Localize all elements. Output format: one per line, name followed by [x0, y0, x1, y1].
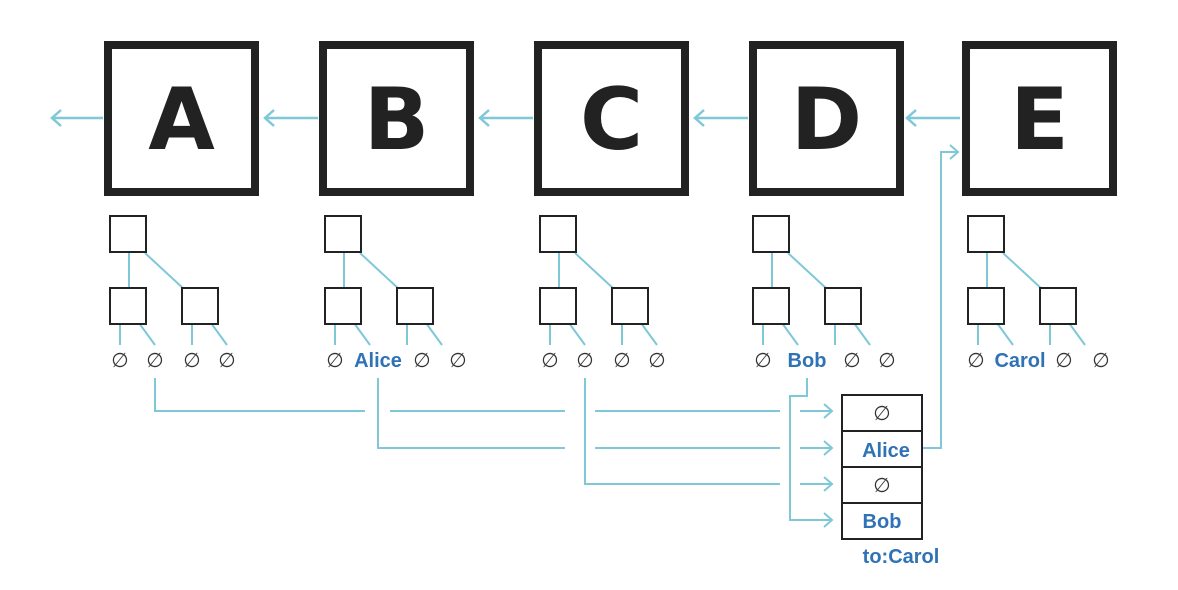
leaf-null: ∅ — [146, 348, 163, 372]
block-c: C — [534, 41, 689, 196]
transaction-box: ∅ Alice ∅ Bob to:Carol — [841, 394, 940, 568]
arrow-d-to-c — [693, 109, 748, 127]
leaf-null: ∅ — [541, 348, 558, 372]
leaf-null: ∅ — [218, 348, 235, 372]
tx-to-label: to:Carol — [863, 546, 940, 568]
block-a: A — [104, 41, 259, 196]
block-e-label: E — [1010, 70, 1069, 170]
block-b-label: B — [364, 70, 430, 170]
leaf-alice: Alice — [354, 350, 402, 372]
tx-row-bob: Bob — [863, 511, 902, 533]
leaf-null: ∅ — [648, 348, 665, 372]
tx-row-null: ∅ — [873, 401, 890, 425]
tx-row-null: ∅ — [873, 473, 890, 497]
input-connectors — [154, 144, 960, 528]
leaf-carol: Carol — [994, 350, 1045, 372]
leaf-null: ∅ — [613, 348, 630, 372]
leaf-null: ∅ — [843, 348, 860, 372]
chain-arrows — [50, 109, 960, 127]
leaf-null: ∅ — [449, 348, 466, 372]
leaf-null: ∅ — [576, 348, 593, 372]
leaf-null: ∅ — [1055, 348, 1072, 372]
leaf-null: ∅ — [111, 348, 128, 372]
block-a-label: A — [148, 70, 215, 170]
block-d-label: D — [791, 70, 862, 170]
block-b: B — [319, 41, 474, 196]
blocks: A B C D E — [104, 41, 1117, 196]
tree-nodes — [109, 215, 1077, 325]
leaf-null: ∅ — [1092, 348, 1109, 372]
leaf-null: ∅ — [326, 348, 343, 372]
block-e: E — [962, 41, 1117, 196]
leaf-null: ∅ — [878, 348, 895, 372]
tree-leaves: ∅ ∅ ∅ ∅ ∅ Alice ∅ ∅ ∅ ∅ ∅ ∅ ∅ Bob ∅ ∅ ∅ … — [111, 348, 1109, 372]
leaf-null: ∅ — [183, 348, 200, 372]
leaf-null: ∅ — [754, 348, 771, 372]
block-c-label: C — [580, 70, 643, 170]
arrow-e-to-d — [905, 109, 960, 127]
leaf-bob: Bob — [788, 350, 827, 372]
leaf-null: ∅ — [967, 348, 984, 372]
block-d: D — [749, 41, 904, 196]
arrow-b-to-a — [263, 109, 318, 127]
tx-row-alice: Alice — [862, 440, 910, 462]
arrow-a-out — [50, 109, 103, 127]
leaf-null: ∅ — [413, 348, 430, 372]
arrow-c-to-b — [478, 109, 533, 127]
tree-links — [119, 252, 1086, 346]
